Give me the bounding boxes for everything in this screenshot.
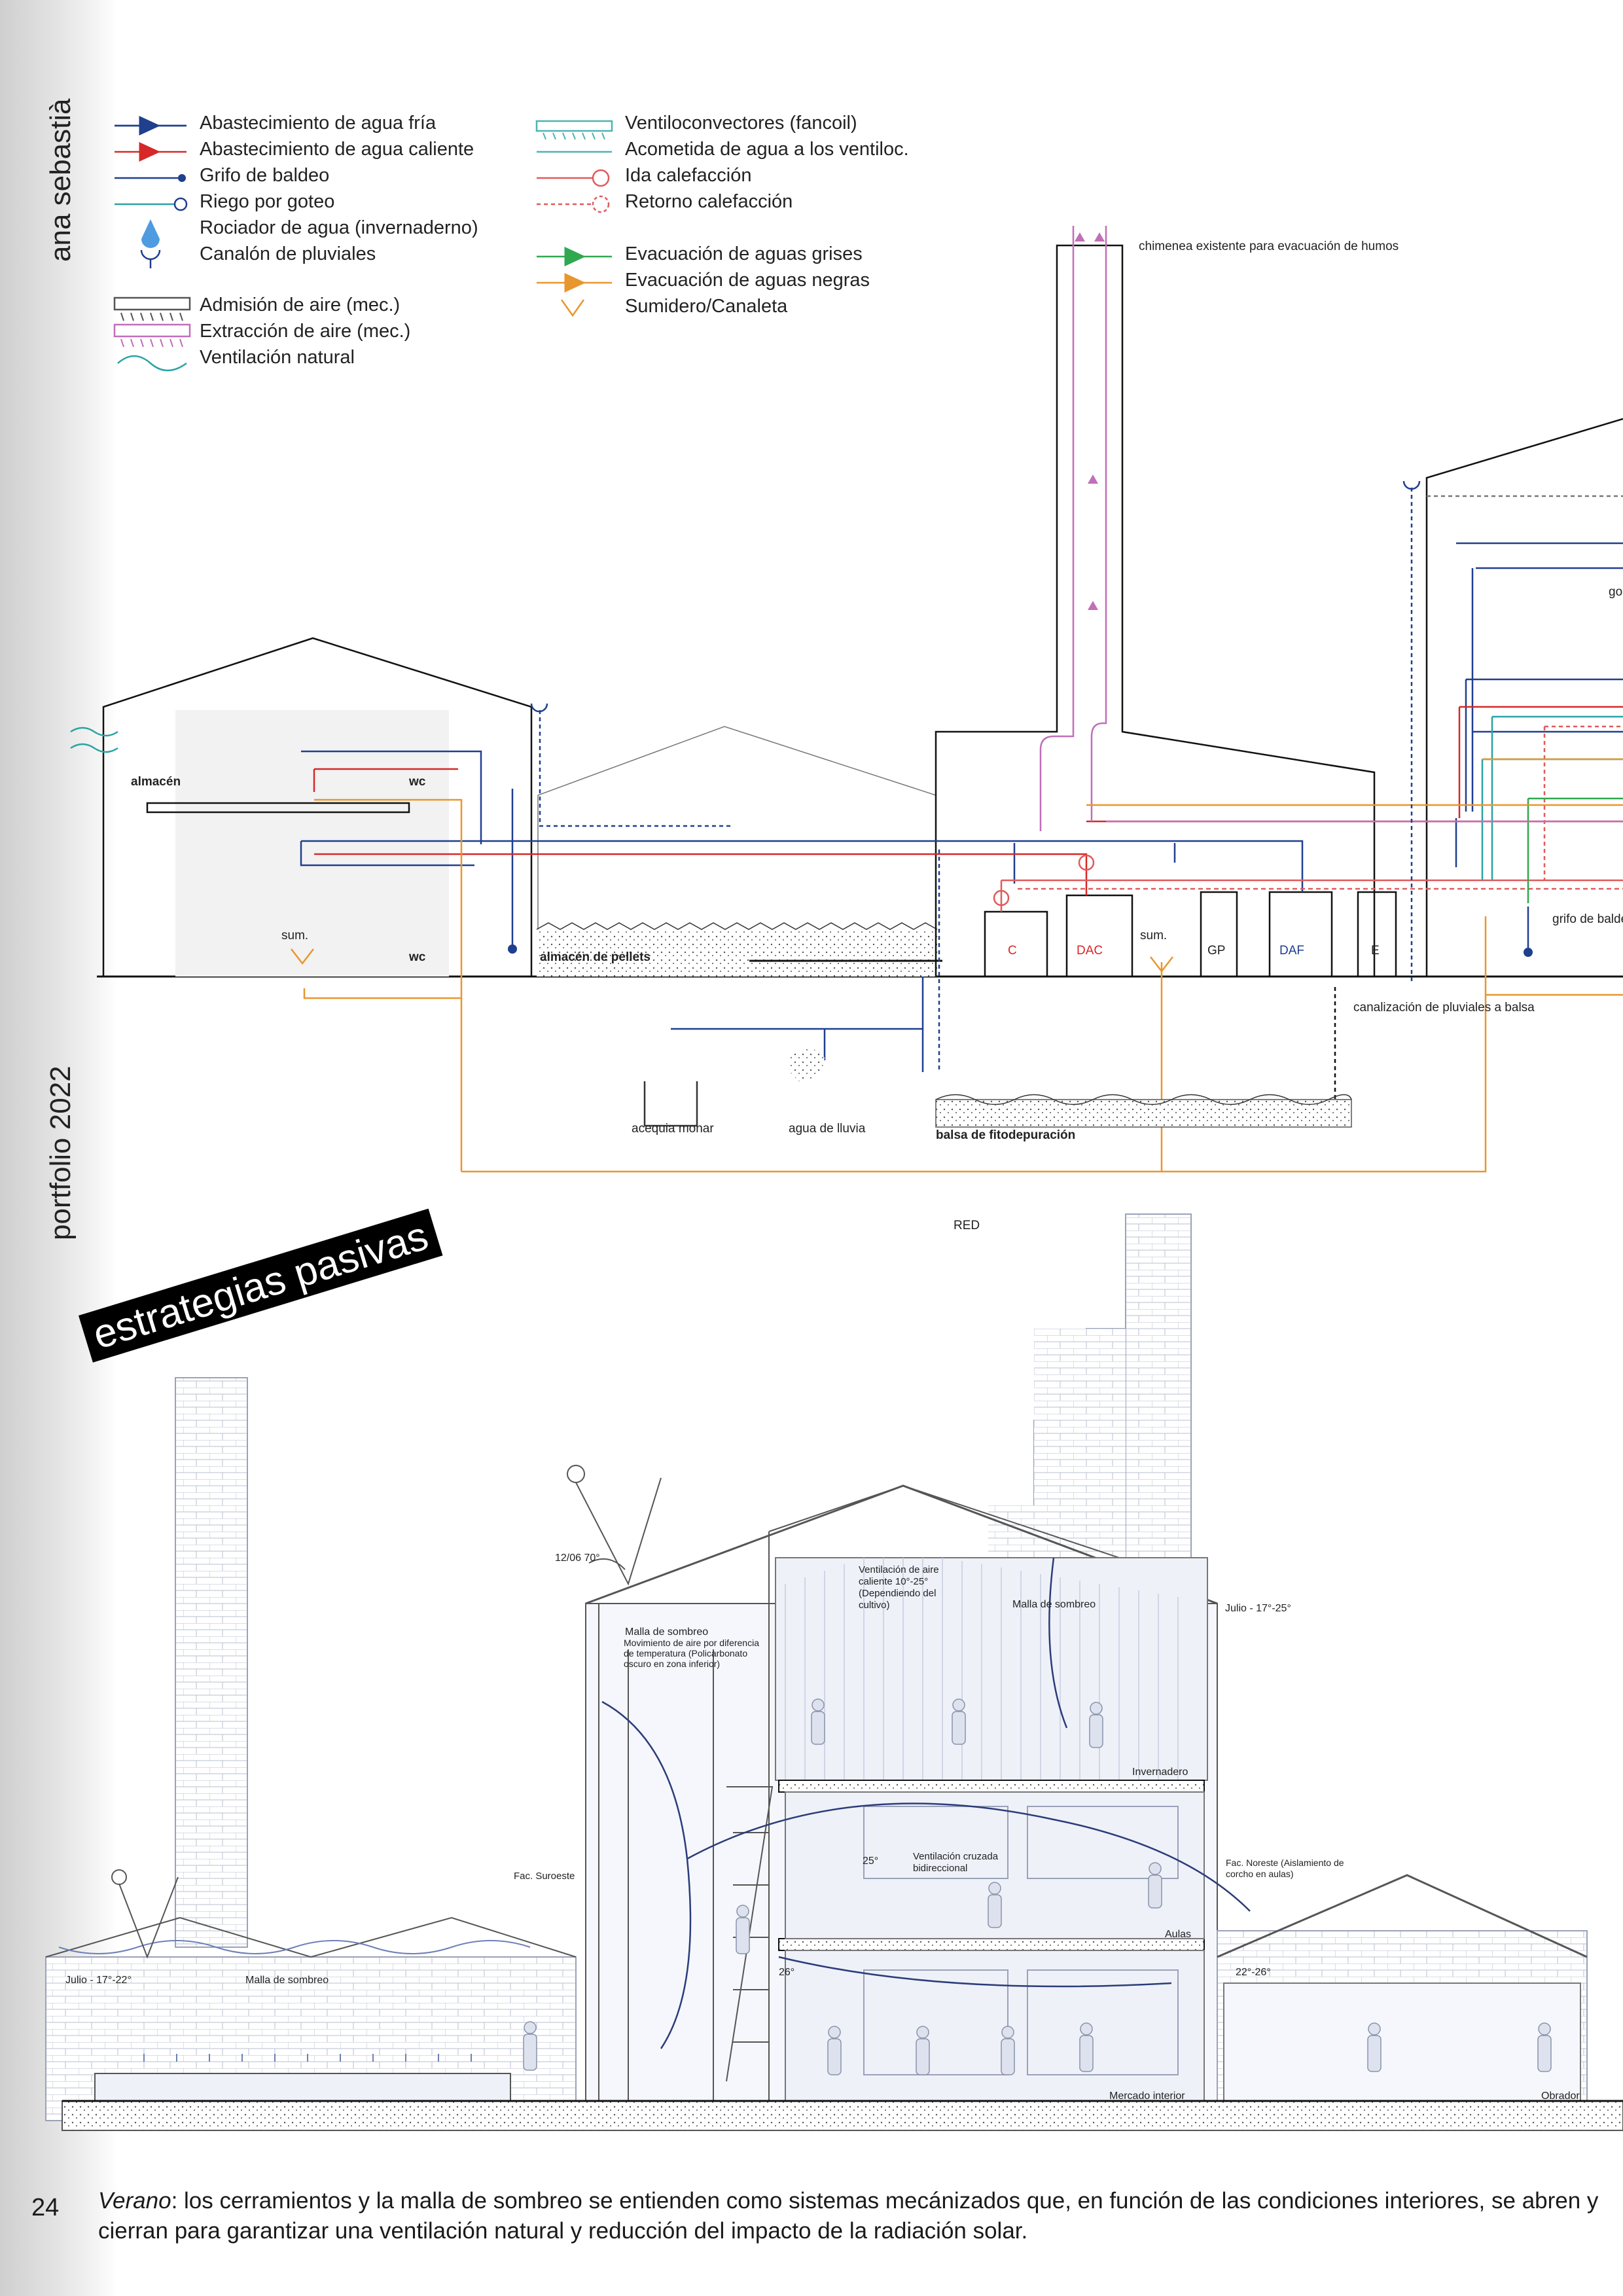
legend-item: Grifo de baldeo bbox=[200, 165, 330, 186]
legend-item: Admisión de aire (mec.) bbox=[200, 295, 401, 315]
julio-left-label: Julio - 17°-22° bbox=[65, 1975, 132, 1986]
legend-item: Extracción de aire (mec.) bbox=[200, 321, 411, 342]
almacen-label: almacén bbox=[131, 775, 181, 789]
sumidero-label-2: sum. bbox=[1140, 929, 1167, 942]
legend-item: Abastecimiento de agua caliente bbox=[200, 139, 474, 160]
legend-item: Sumidero/Canaleta bbox=[625, 296, 788, 317]
temp-22-26-label: 22°-26° bbox=[1236, 1967, 1271, 1978]
invernadero-label: Invernadero bbox=[1132, 1767, 1188, 1778]
malla-label: Malla de sombreo bbox=[625, 1626, 708, 1638]
wc-label: wc bbox=[408, 775, 426, 789]
lluvia-label: agua de lluvia bbox=[789, 1122, 866, 1136]
malla-label-3: Malla de sombreo bbox=[245, 1975, 329, 1986]
equipment-e: E bbox=[1371, 944, 1380, 958]
ventilacion-caliente-label: Ventilación de aire caliente 10°-25° (De… bbox=[859, 1564, 939, 1611]
passive-section bbox=[45, 1213, 1623, 2131]
grifo-label: grifo de baldeo bbox=[1552, 912, 1623, 926]
people-silhouettes bbox=[523, 1698, 1552, 2075]
legend-item: Ventiloconvectores (fancoil) bbox=[625, 113, 857, 134]
legend-item: Ventilación natural bbox=[200, 347, 355, 368]
movimiento-label: Movimiento de aire por diferencia de tem… bbox=[624, 1638, 759, 1669]
wc-label-ground: wc bbox=[408, 950, 426, 964]
legend-item: Retorno calefacción bbox=[625, 191, 793, 212]
caption-lead: Verano bbox=[98, 2188, 171, 2214]
sumidero-label: sum. bbox=[281, 929, 308, 942]
caption: Verano: los cerramientos y la malla de s… bbox=[98, 2186, 1603, 2246]
temp-26-label: 26° bbox=[779, 1967, 794, 1978]
mercado-label: Mercado interior bbox=[1109, 2090, 1185, 2102]
legend-item: Abastecimiento de agua fría bbox=[200, 113, 437, 134]
caption-body: : los cerramientos y la malla de sombreo… bbox=[98, 2188, 1599, 2244]
legend-item: Rociador de agua (invernaderno) bbox=[200, 217, 478, 238]
installations-labels: chimenea existente para evacuación de hu… bbox=[131, 240, 1623, 1232]
chimney-label: chimenea existente para evacuación de hu… bbox=[1139, 240, 1399, 253]
equipment-gp: GP bbox=[1207, 944, 1225, 958]
passive-labels: 12/06 70° Malla de sombreo Movimiento de… bbox=[65, 1552, 1580, 2102]
temp-25-label: 25° bbox=[863, 1856, 878, 1867]
aulas-label: Aulas bbox=[1165, 1929, 1191, 1940]
equipment-c: C bbox=[1008, 944, 1017, 958]
legend-item: Riego por goteo bbox=[200, 191, 335, 212]
legend-item: Evacuación de aguas negras bbox=[625, 270, 870, 291]
installations-section bbox=[70, 226, 1623, 1173]
sun-angle-label: 12/06 70° bbox=[555, 1552, 600, 1564]
canalizacion-label: canalización de pluviales a balsa bbox=[1353, 1001, 1535, 1014]
equipment-daf: DAF bbox=[1279, 944, 1304, 958]
pellets-label: almacén de pellets bbox=[540, 950, 651, 964]
red-label: RED bbox=[954, 1219, 980, 1232]
ventilacion-cruzada-label: Ventilación cruzada bidireccional bbox=[913, 1851, 998, 1874]
malla-label-2: Malla de sombreo bbox=[1012, 1599, 1096, 1610]
fac-suroeste-label: Fac. Suroeste bbox=[514, 1871, 575, 1882]
obrador-label: Obrador bbox=[1541, 2090, 1580, 2102]
legend-item: Evacuación de aguas grises bbox=[625, 243, 863, 264]
balsa-label: balsa de fitodepuración bbox=[936, 1128, 1075, 1142]
go-label: go bbox=[1609, 585, 1622, 599]
legend-item: Canalón de pluviales bbox=[200, 243, 376, 264]
page-number: 24 bbox=[31, 2194, 60, 2221]
sidebar-gradient bbox=[0, 0, 118, 2296]
legend-item: Ida calefacción bbox=[625, 165, 752, 186]
legend-item: Acometida de agua a los ventiloc. bbox=[625, 139, 909, 160]
fac-noreste-label: Fac. Noreste (Aislamiento de corcho en a… bbox=[1226, 1857, 1344, 1879]
legend-symbols bbox=[113, 116, 613, 372]
equipment-dac: DAC bbox=[1077, 944, 1103, 958]
acequia-label: acequia monar bbox=[632, 1122, 714, 1136]
julio-right-label: Julio - 17°-25° bbox=[1225, 1603, 1291, 1614]
